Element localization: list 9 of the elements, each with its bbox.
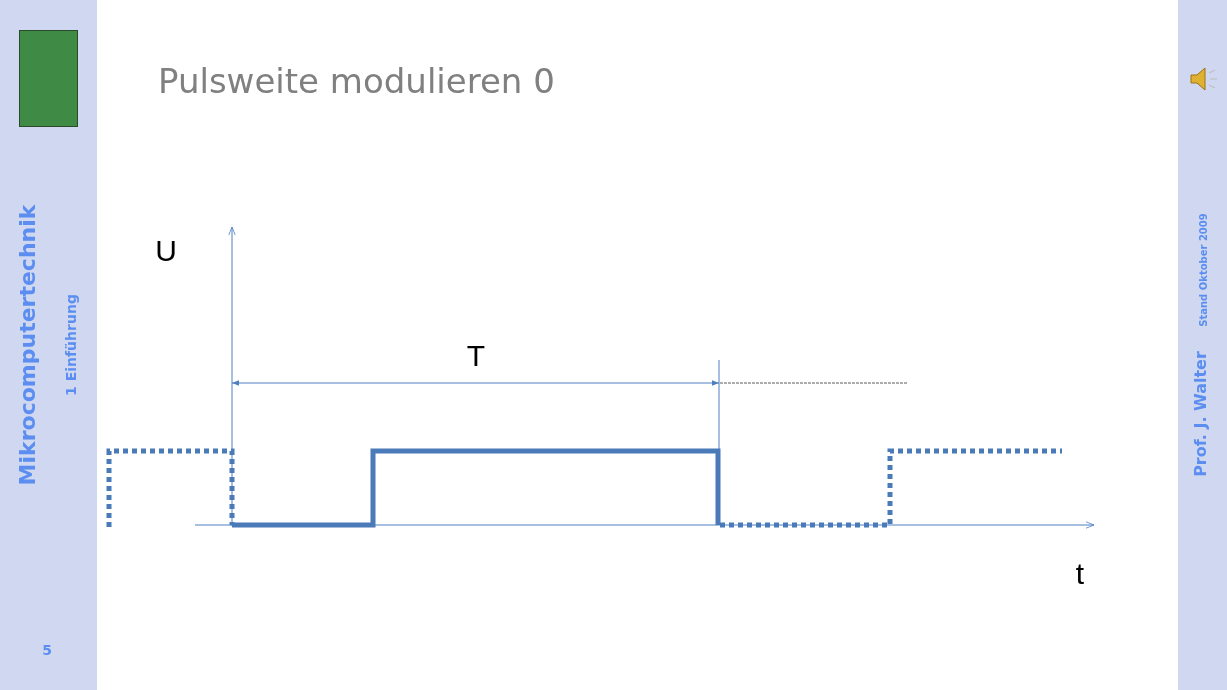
axis-label: U (155, 236, 177, 266)
slide-title: Pulsweite modulieren 0 (158, 64, 555, 98)
date-label: Stand Oktober 2009 (1199, 213, 1209, 327)
page-number: 5 (42, 643, 52, 657)
axis-label: t (1075, 559, 1085, 589)
chapter-label: 1 Einführung (64, 294, 78, 396)
course-title: Mikrocomputertechnik (17, 204, 39, 486)
author-label: Prof. J. Walter (1193, 351, 1209, 477)
period-label: T (466, 341, 486, 371)
